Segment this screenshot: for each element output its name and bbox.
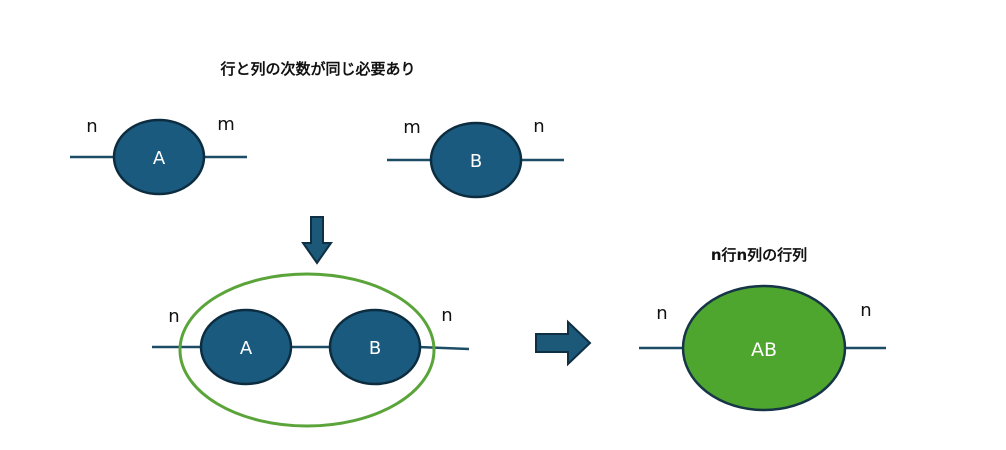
tensor-a-group: A n m <box>70 114 247 196</box>
result-ab-node <box>681 284 847 412</box>
contracted-a-node <box>199 308 293 386</box>
contraction-right-index: n <box>441 305 452 326</box>
diagram-heading: 行と列の次数が同じ必要あり <box>219 60 415 78</box>
result-group: n行n列の行列 AB n n <box>639 246 886 412</box>
contraction-ring <box>178 272 436 428</box>
result-ab-label: AB <box>751 339 777 361</box>
tensor-b-label: B <box>470 151 482 172</box>
result-left-index: n <box>656 303 667 324</box>
tensor-b-group: B m n <box>387 116 564 199</box>
tensor-b-right-index: n <box>533 116 544 137</box>
tensor-a-right-index: m <box>217 114 235 135</box>
contraction-left-index: n <box>168 306 179 327</box>
contracted-b-label: B <box>369 338 381 359</box>
tensor-a-node <box>112 118 206 196</box>
result-right-index: n <box>860 300 871 321</box>
down-arrow-icon <box>301 216 333 265</box>
tensor-b-node <box>429 121 523 199</box>
result-caption: n行n列の行列 <box>711 246 807 264</box>
contraction-group: A B n n <box>152 272 470 428</box>
right-arrow-icon <box>535 319 592 367</box>
contracted-a-label: A <box>240 338 253 359</box>
tensor-a-left-index: n <box>86 116 97 137</box>
tensor-b-left-index: m <box>403 117 421 138</box>
tensor-a-label: A <box>153 148 166 169</box>
contraction-right-edge <box>417 345 470 351</box>
contracted-b-node <box>328 308 422 386</box>
